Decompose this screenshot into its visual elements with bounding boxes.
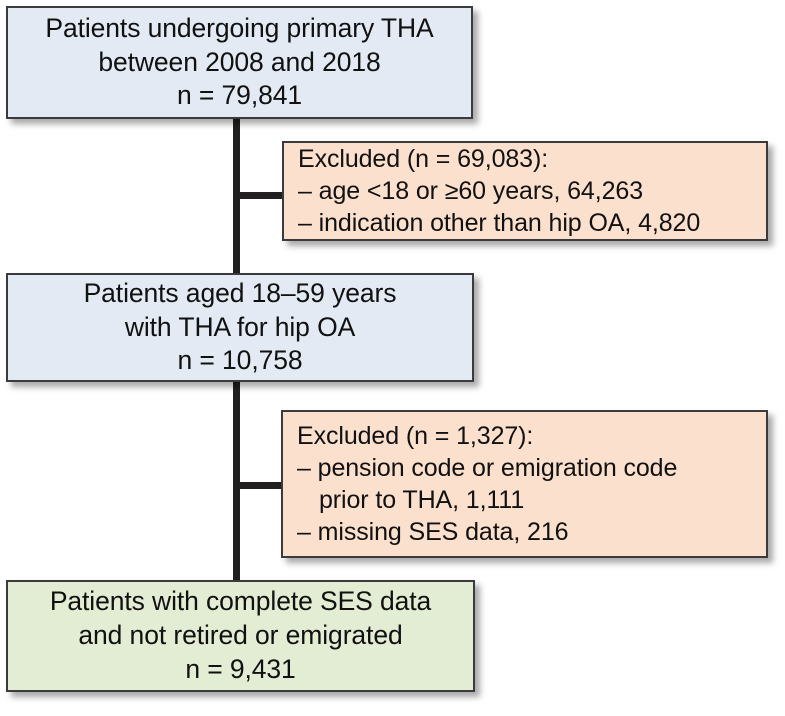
- connector-branch-to-excluded2: [233, 482, 289, 489]
- node-primary-line-2: between 2008 and 2018: [98, 46, 381, 77]
- node-excluded-first: Excluded (n = 69,083): – age <18 or ≥60 …: [282, 141, 768, 241]
- node-primary-count: n = 79,841: [177, 80, 302, 111]
- node-excluded-second: Excluded (n = 1,327): – pension code or …: [281, 410, 768, 558]
- node-excluded-first-header: Excluded (n = 69,083):: [298, 145, 549, 173]
- connector-aged-to-final: [233, 375, 240, 587]
- node-final-count: n = 9,431: [185, 653, 296, 684]
- node-excluded-second-reason-1: – pension code or emigration code: [297, 454, 678, 482]
- node-final-line-2: and not retired or emigrated: [78, 620, 403, 651]
- node-excluded-second-reason-2: – missing SES data, 216: [297, 518, 569, 546]
- node-excluded-second-reason-1-cont: prior to THA, 1,111: [319, 486, 525, 514]
- node-aged-count: n = 10,758: [177, 345, 303, 376]
- node-final-line-1: Patients with complete SES data: [49, 586, 432, 617]
- connector-branch-to-excluded1: [233, 192, 289, 199]
- node-excluded-first-reason-2: – indication other than hip OA, 4,820: [298, 209, 701, 237]
- node-excluded-second-header: Excluded (n = 1,327):: [297, 422, 534, 450]
- node-aged-cohort: Patients aged 18–59 years with THA for h…: [6, 273, 474, 382]
- node-primary-tha-cohort: Patients undergoing primary THA between …: [6, 6, 473, 119]
- node-aged-line-1: Patients aged 18–59 years: [83, 277, 397, 308]
- node-primary-line-1: Patients undergoing primary THA: [45, 12, 434, 43]
- node-final-cohort: Patients with complete SES data and not …: [6, 580, 475, 692]
- node-aged-line-2: with THA for hip OA: [124, 311, 356, 342]
- node-excluded-first-reason-1: – age <18 or ≥60 years, 64,263: [298, 177, 643, 205]
